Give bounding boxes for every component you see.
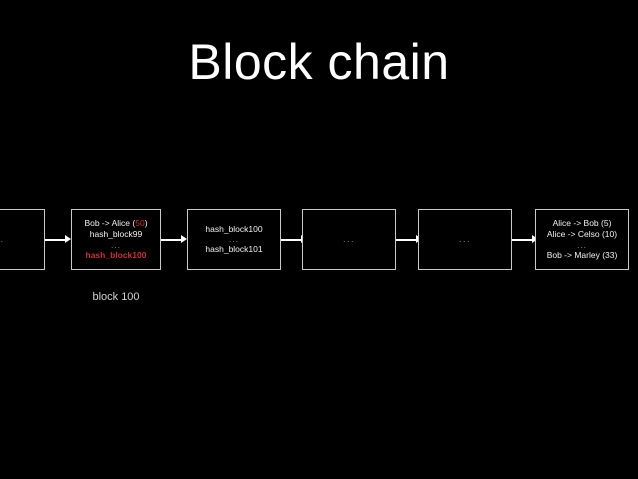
chain-arrow — [161, 235, 187, 243]
chain-arrow — [45, 235, 71, 243]
transaction-paren: ) — [144, 217, 148, 228]
block-line-dots: ... — [576, 239, 588, 250]
block-line-own-hash: hash_block100 — [85, 249, 147, 260]
block-101: hash_block100 ... hash_block101 — [187, 209, 281, 270]
block-line-dots: ... — [228, 234, 240, 244]
block-line-transaction: Bob -> Alice (50) — [84, 218, 147, 230]
block-line-transaction: Bob -> Marley (33) — [546, 249, 618, 260]
block-99: ... — [0, 209, 45, 270]
block-line-prev-hash: hash_block100 — [205, 223, 263, 234]
block-line-dots: ... — [458, 233, 471, 244]
block-line-prev-hash: hash_block99 — [89, 229, 143, 240]
transaction-text: Bob -> Alice ( — [84, 217, 136, 228]
block-line-transaction: Alice -> Celso (10) — [546, 229, 618, 240]
block-ellipsis-1: ... — [302, 209, 396, 270]
block-ellipsis-2: ... — [418, 209, 512, 270]
block-line-transaction: Alice -> Bob (5) — [552, 217, 612, 228]
transaction-amount: 50 — [135, 217, 145, 228]
block-line: ... — [0, 234, 5, 244]
page-title: Block chain — [188, 34, 450, 90]
blockchain-diagram: ... Bob -> Alice (50) hash_block99 ... h… — [0, 209, 638, 272]
block-latest: Alice -> Bob (5) Alice -> Celso (10) ...… — [535, 209, 629, 270]
block-line-dots: ... — [110, 239, 122, 250]
block-line-dots: ... — [342, 233, 355, 244]
block-line-own-hash: hash_block101 — [205, 244, 263, 254]
block-100: Bob -> Alice (50) hash_block99 ... hash_… — [71, 209, 161, 270]
block-caption: block 100 — [92, 291, 140, 303]
